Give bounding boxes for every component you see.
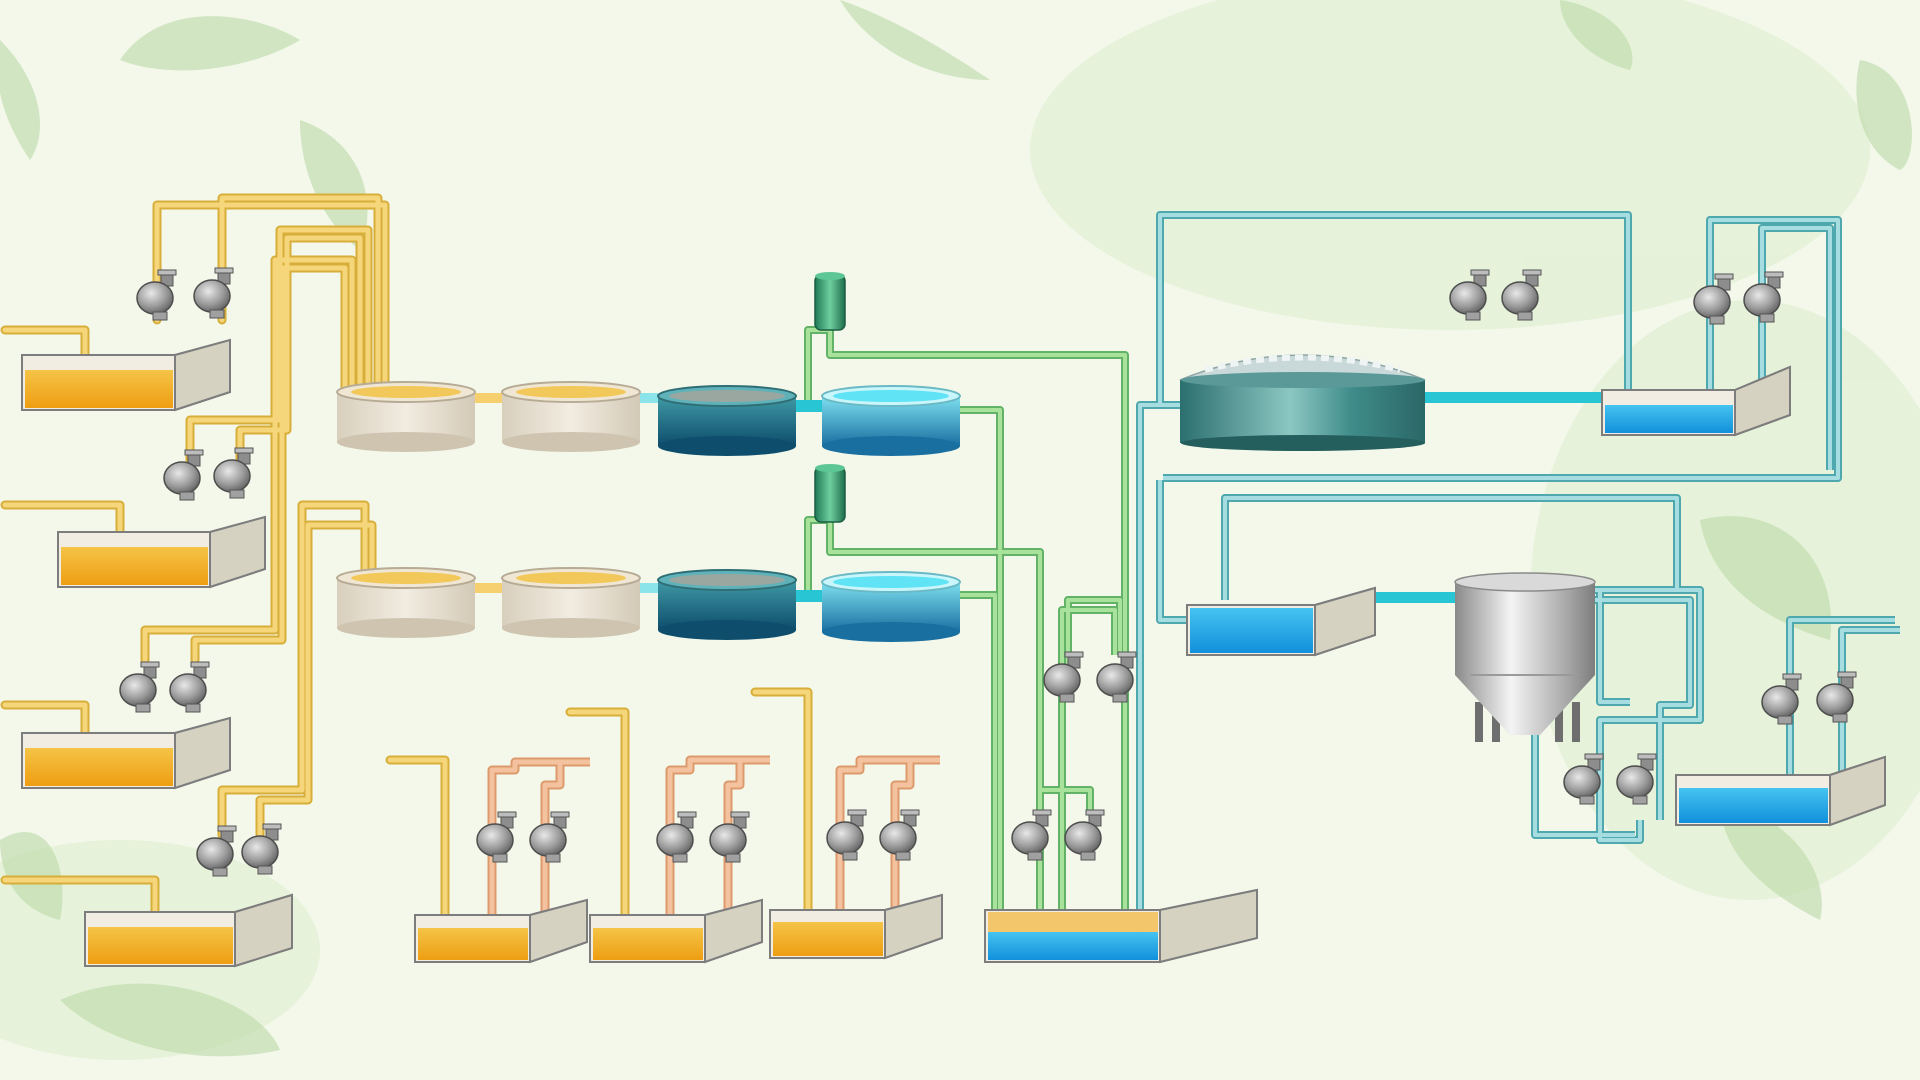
- pump-icon: [1501, 269, 1542, 321]
- teal-pipes: [1136, 211, 1900, 920]
- pump-icon: [1693, 273, 1734, 325]
- pumps: [119, 267, 1857, 877]
- pump-icon: [476, 811, 517, 863]
- leaf-icon: [1560, 0, 1633, 70]
- pump-icon: [529, 811, 570, 863]
- pump-icon: [1096, 651, 1137, 703]
- leaf-icon: [840, 0, 990, 80]
- filter-tank: [1179, 354, 1426, 451]
- green-pipes: [804, 326, 1129, 920]
- pump-icon: [656, 811, 697, 863]
- mixing-tank: [984, 888, 1258, 964]
- bottom-tanks: [414, 893, 943, 964]
- pump-icon: [1563, 753, 1604, 805]
- yellow-pipes: [0, 193, 813, 930]
- clarifier-train-top: [336, 381, 961, 456]
- pump-icon: [1816, 671, 1857, 723]
- bottom-tank-3: [769, 893, 943, 960]
- pump-icon: [1743, 271, 1784, 323]
- clarifier-train-bottom: [336, 567, 961, 642]
- pump-icon: [213, 447, 254, 499]
- pump-icon: [1064, 809, 1105, 861]
- inter-tank-connectors: [475, 392, 1605, 603]
- pump-icon: [193, 267, 234, 319]
- background-leaves: [0, 0, 1912, 1057]
- pump-icon: [1449, 269, 1490, 321]
- pump-icon: [709, 811, 750, 863]
- pump-icon: [136, 269, 177, 321]
- leaf-icon: [1856, 60, 1912, 170]
- sed-tank-1b: [501, 381, 641, 452]
- pump-icon: [879, 809, 920, 861]
- sed-tank-2d: [821, 571, 961, 642]
- leaf-icon: [120, 16, 300, 71]
- sed-tank-1a: [336, 381, 476, 452]
- pump-icon: [1011, 809, 1052, 861]
- blue-tank-middle: [1186, 586, 1376, 657]
- pump-icon: [826, 809, 867, 861]
- blue-tank-top: [1601, 365, 1791, 437]
- blue-tanks: [1186, 365, 1886, 827]
- leaf-icon: [1720, 800, 1822, 920]
- pump-icon: [1616, 753, 1657, 805]
- dosing-vessel-2: [814, 464, 846, 523]
- sed-tank-1c: [657, 385, 797, 456]
- dosing-vessels: [814, 272, 846, 523]
- leaf-icon: [0, 40, 40, 160]
- bottom-tank-1: [414, 898, 588, 964]
- leaf-icon: [1700, 516, 1832, 640]
- sed-tank-2a: [336, 567, 476, 638]
- leaf-icon: [300, 120, 368, 250]
- conical-hopper: [1454, 572, 1596, 742]
- pump-icon: [241, 823, 282, 875]
- raw-tank-4: [84, 893, 293, 968]
- raw-tank-3: [21, 716, 231, 790]
- dosing-vessel-1: [814, 272, 846, 331]
- pump-icon: [1043, 651, 1084, 703]
- pump-icon: [163, 449, 204, 501]
- pump-icon: [196, 825, 237, 877]
- pump-icon: [119, 661, 160, 713]
- pump-icon: [169, 661, 210, 713]
- raw-tanks: [21, 338, 293, 968]
- bottom-tank-2: [589, 898, 763, 964]
- raw-tank-1: [21, 338, 231, 412]
- leaf-icon: [60, 983, 280, 1057]
- blue-tank-bottom: [1675, 755, 1886, 827]
- pump-icon: [1761, 673, 1802, 725]
- raw-tank-2: [57, 515, 266, 589]
- sed-tank-1d: [821, 385, 961, 456]
- sed-tank-2b: [501, 567, 641, 638]
- sed-tank-2c: [657, 569, 797, 640]
